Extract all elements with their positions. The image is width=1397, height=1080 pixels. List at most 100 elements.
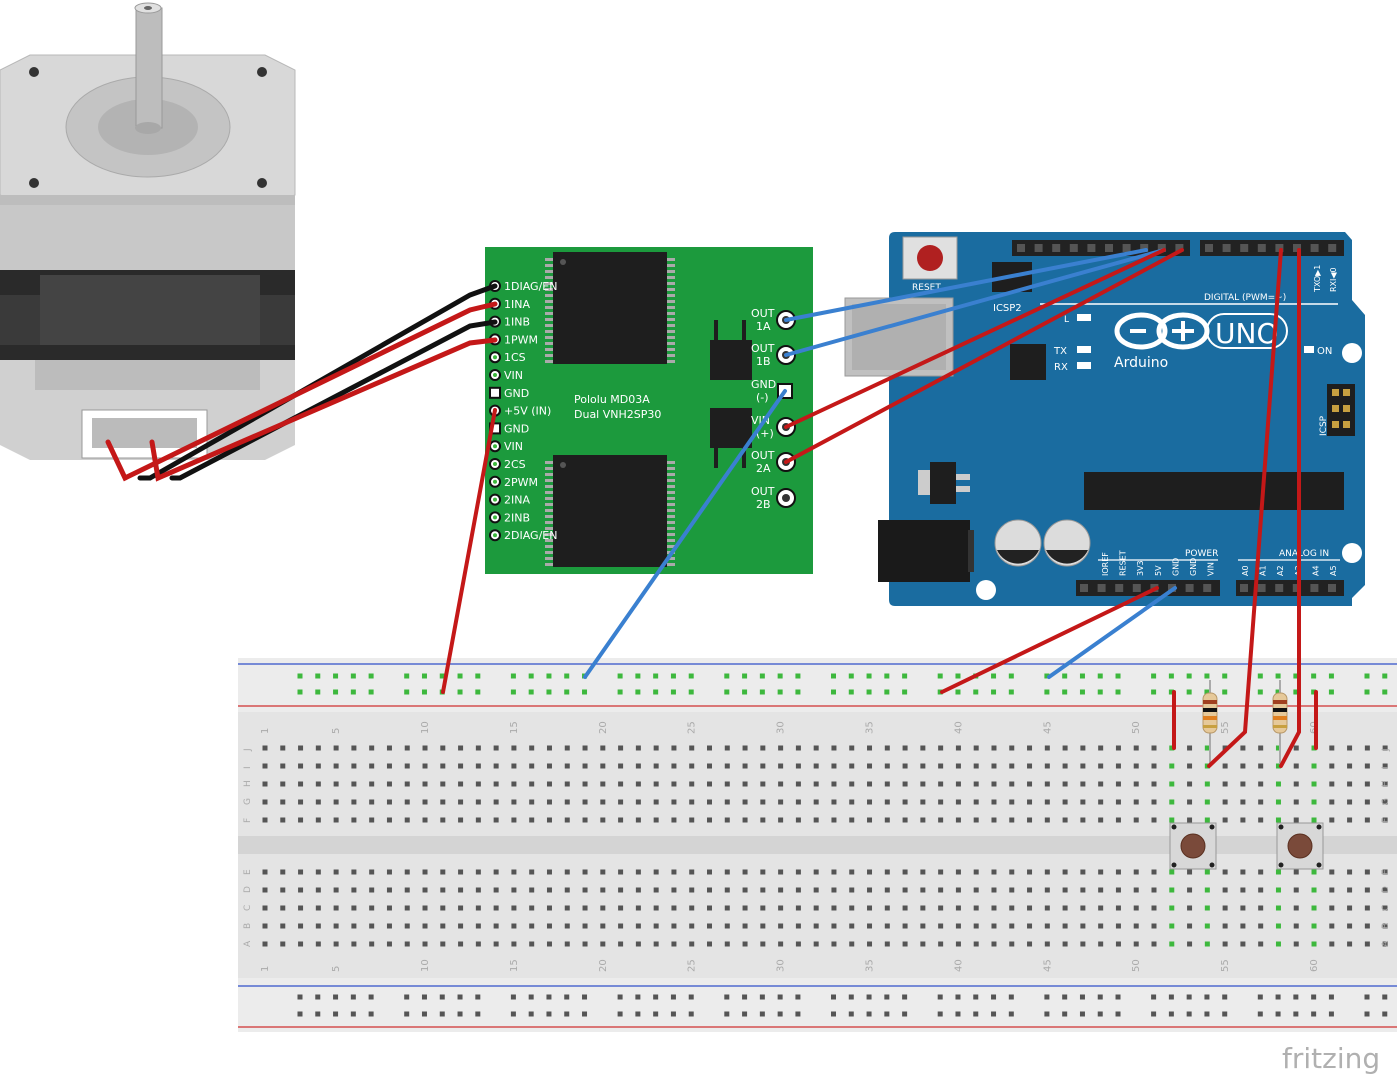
breadboard-hole[interactable] xyxy=(1329,905,1335,911)
rail-hole[interactable] xyxy=(1097,673,1103,679)
breadboard-hole[interactable] xyxy=(778,941,784,947)
breadboard-hole[interactable] xyxy=(1062,745,1068,751)
breadboard-hole[interactable] xyxy=(1169,905,1175,911)
breadboard-hole[interactable] xyxy=(1364,923,1370,929)
breadboard-hole[interactable] xyxy=(564,781,570,787)
rail-hole[interactable] xyxy=(670,673,676,679)
rail-hole[interactable] xyxy=(546,673,552,679)
breadboard-hole[interactable] xyxy=(1258,905,1264,911)
breadboard-hole[interactable] xyxy=(1027,745,1033,751)
breadboard-hole[interactable] xyxy=(635,905,641,911)
breadboard-hole[interactable] xyxy=(884,745,890,751)
breadboard-hole[interactable] xyxy=(671,781,677,787)
breadboard-hole[interactable] xyxy=(760,799,766,805)
header-pin[interactable] xyxy=(1203,584,1212,592)
breadboard-hole[interactable] xyxy=(546,781,552,787)
breadboard-hole[interactable] xyxy=(867,799,873,805)
breadboard-hole[interactable] xyxy=(1311,887,1317,893)
header-pin[interactable] xyxy=(1293,244,1301,252)
breadboard-hole[interactable] xyxy=(369,799,375,805)
breadboard-hole[interactable] xyxy=(422,763,428,769)
breadboard-hole[interactable] xyxy=(724,923,730,929)
breadboard-hole[interactable] xyxy=(315,781,321,787)
rail-hole[interactable] xyxy=(368,994,374,1000)
breadboard-hole[interactable] xyxy=(333,799,339,805)
rail-hole[interactable] xyxy=(635,673,641,679)
rail-hole[interactable] xyxy=(1151,673,1157,679)
breadboard-hole[interactable] xyxy=(778,887,784,893)
breadboard-hole[interactable] xyxy=(955,763,961,769)
rail-hole[interactable] xyxy=(1222,1011,1228,1017)
breadboard-hole[interactable] xyxy=(1098,799,1104,805)
breadboard-hole[interactable] xyxy=(493,799,499,805)
breadboard-hole[interactable] xyxy=(671,887,677,893)
breadboard-hole[interactable] xyxy=(1347,799,1353,805)
breadboard-hole[interactable] xyxy=(618,745,624,751)
breadboard-hole[interactable] xyxy=(689,781,695,787)
breadboard-hole[interactable] xyxy=(1187,887,1193,893)
breadboard-hole[interactable] xyxy=(813,923,819,929)
breadboard-hole[interactable] xyxy=(1222,745,1228,751)
rail-hole[interactable] xyxy=(457,1011,463,1017)
breadboard-hole[interactable] xyxy=(635,887,641,893)
rail-hole[interactable] xyxy=(777,689,783,695)
breadboard-hole[interactable] xyxy=(1329,869,1335,875)
breadboard-hole[interactable] xyxy=(653,905,659,911)
rail-hole[interactable] xyxy=(831,689,836,695)
breadboard-hole[interactable] xyxy=(955,745,961,751)
breadboard-hole[interactable] xyxy=(742,941,748,947)
breadboard-hole[interactable] xyxy=(351,905,357,911)
breadboard-hole[interactable] xyxy=(849,941,855,947)
breadboard-hole[interactable] xyxy=(1293,905,1299,911)
breadboard-hole[interactable] xyxy=(707,923,712,929)
breadboard-hole[interactable] xyxy=(582,817,588,823)
breadboard-hole[interactable] xyxy=(707,887,712,893)
breadboard-hole[interactable] xyxy=(315,887,321,893)
breadboard-hole[interactable] xyxy=(1311,763,1317,769)
rail-hole[interactable] xyxy=(421,673,427,679)
breadboard-hole[interactable] xyxy=(280,905,286,911)
rail-hole[interactable] xyxy=(1062,673,1068,679)
breadboard-hole[interactable] xyxy=(1364,887,1370,893)
rail-hole[interactable] xyxy=(564,689,570,695)
breadboard-hole[interactable] xyxy=(333,887,339,893)
breadboard-hole[interactable] xyxy=(1044,905,1050,911)
header-pin[interactable] xyxy=(1310,244,1319,252)
breadboard-hole[interactable] xyxy=(1080,923,1086,929)
breadboard-hole[interactable] xyxy=(1009,745,1015,751)
wire-out1b-arduino[interactable] xyxy=(784,248,1166,357)
breadboard-hole[interactable] xyxy=(1240,869,1246,875)
breadboard-hole[interactable] xyxy=(1133,763,1139,769)
breadboard-hole[interactable] xyxy=(867,941,873,947)
rail-hole[interactable] xyxy=(1008,1011,1014,1017)
pushbutton-1[interactable] xyxy=(1169,822,1217,870)
rail-hole[interactable] xyxy=(759,689,765,695)
breadboard-hole[interactable] xyxy=(724,869,730,875)
breadboard-hole[interactable] xyxy=(1133,887,1139,893)
breadboard-hole[interactable] xyxy=(475,887,481,893)
breadboard-hole[interactable] xyxy=(1240,745,1246,751)
breadboard-hole[interactable] xyxy=(475,781,481,787)
breadboard-hole[interactable] xyxy=(760,781,766,787)
header-pin[interactable] xyxy=(1122,244,1131,252)
breadboard-hole[interactable] xyxy=(262,745,268,751)
rail-hole[interactable] xyxy=(333,1011,339,1017)
breadboard-hole[interactable] xyxy=(671,923,677,929)
rail-hole[interactable] xyxy=(475,689,481,695)
rail-hole[interactable] xyxy=(759,1011,765,1017)
rail-hole[interactable] xyxy=(902,673,908,679)
rail-hole[interactable] xyxy=(937,1011,943,1017)
breadboard-hole[interactable] xyxy=(795,887,801,893)
breadboard-hole[interactable] xyxy=(1151,941,1157,947)
breadboard-hole[interactable] xyxy=(1098,941,1104,947)
breadboard-hole[interactable] xyxy=(351,781,357,787)
header-pin[interactable] xyxy=(1328,584,1336,592)
breadboard-hole[interactable] xyxy=(262,799,268,805)
breadboard-hole[interactable] xyxy=(315,923,321,929)
breadboard-hole[interactable] xyxy=(1187,941,1193,947)
breadboard-hole[interactable] xyxy=(386,869,392,875)
rail-hole[interactable] xyxy=(475,1011,481,1017)
breadboard-hole[interactable] xyxy=(813,869,819,875)
rail-hole[interactable] xyxy=(1328,673,1334,679)
breadboard-hole[interactable] xyxy=(973,941,979,947)
